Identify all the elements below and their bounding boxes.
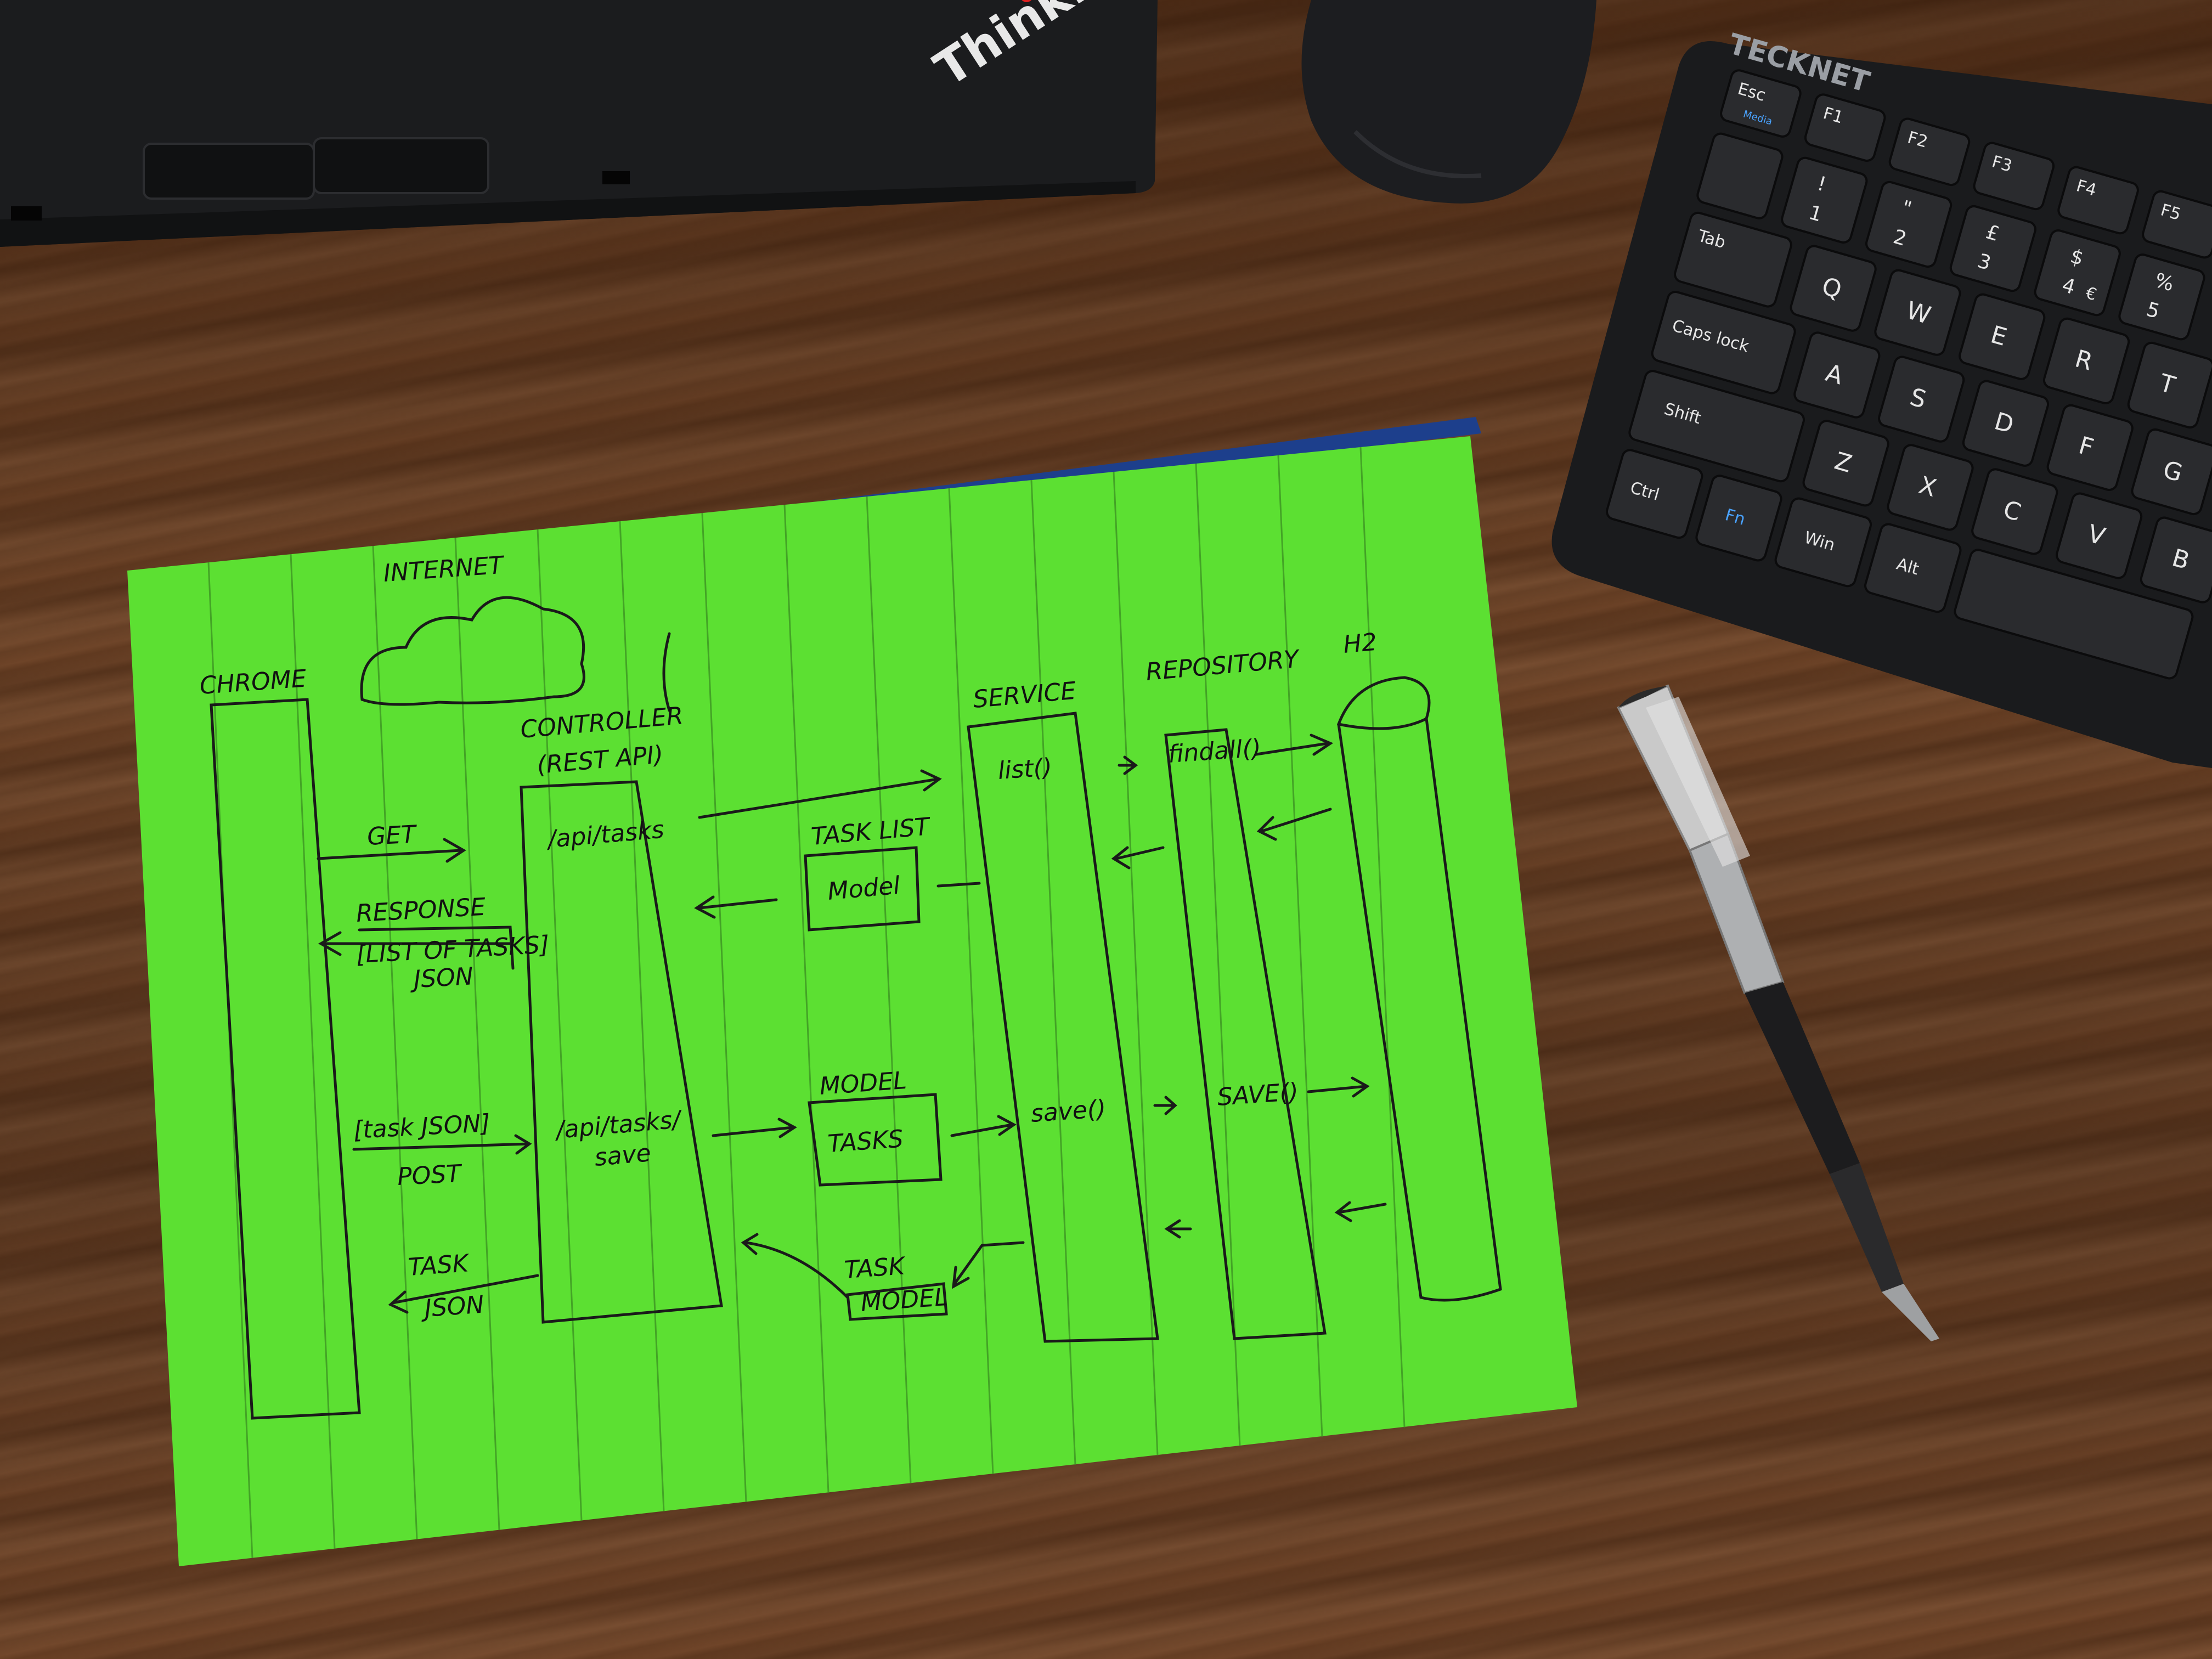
save-arrow: [1153, 1096, 1177, 1115]
controller-to-service-arrow: [698, 769, 942, 819]
label-list-call: list(): [997, 753, 1053, 785]
repo-return-arrow: [1111, 846, 1165, 870]
keyboard-row-modifiers: [1606, 449, 2194, 680]
trackpad-left-button: [143, 143, 315, 200]
label-tasks: TASKS: [827, 1125, 904, 1158]
task-json-return-arrow: [388, 1274, 539, 1314]
tasks-model-box: [808, 1093, 943, 1187]
service-to-task-model-arrow: [951, 1241, 1025, 1289]
keyboard-row-numbers: [1696, 132, 2205, 341]
internet-cloud: [360, 596, 585, 706]
keyboard-row-function: [1720, 69, 2212, 259]
label-save-call-upper: SAVE(): [1216, 1078, 1299, 1111]
h2-save-return-arrow: [1334, 1201, 1387, 1222]
post-arrow: [352, 1134, 532, 1155]
label-api-tasks-save-2: save: [594, 1139, 652, 1172]
label-json: JSON: [409, 962, 474, 994]
repo-to-h2-save-arrow: [1307, 1076, 1370, 1098]
h2-cylinder-top: [1336, 676, 1431, 730]
model-to-controller-arrow: [694, 895, 778, 919]
task-model-to-controller-arrow: [741, 1233, 849, 1299]
controller-bracket: [662, 632, 671, 712]
keyboard-row-qwerty: [1674, 211, 2212, 429]
green-index-card: [127, 436, 1577, 1566]
label-model-lower: Model: [827, 872, 902, 906]
controller-lifeline: [520, 780, 723, 1324]
pen: [1617, 684, 1939, 1341]
get-arrow: [317, 838, 466, 863]
mouse: [1301, 0, 1596, 204]
keyboard-row-home: [1651, 291, 2212, 516]
service-to-model-line: [936, 882, 981, 888]
label-task-upper: TASK: [407, 1249, 471, 1282]
repo-save-return-arrow: [1164, 1219, 1192, 1239]
label-task-model-task: TASK: [843, 1252, 907, 1284]
keyboard-row-bottom-letters: [1628, 370, 2212, 603]
service-lifeline: [967, 712, 1159, 1343]
label-json-upper: JSON: [419, 1291, 485, 1323]
list-arrow: [1118, 755, 1138, 775]
label-get: GET: [366, 820, 418, 851]
chrome-lifeline: [210, 698, 361, 1420]
list-of-tasks-bracket: [358, 926, 515, 970]
label-task-model-model: MODEL: [860, 1283, 949, 1317]
controller-to-model-arrow: [712, 1118, 797, 1138]
label-model-upper: MODEL: [819, 1066, 907, 1101]
label-post: POST: [397, 1160, 464, 1191]
model-to-service-arrow: [950, 1115, 1017, 1137]
task-model-box: [846, 1282, 948, 1321]
tecknet-keyboard: TECKNET Esc Media F1 F2 F3 F4 F5 ! 1 " 2…: [1551, 27, 2212, 768]
repository-lifeline: [1164, 728, 1327, 1340]
label-h2: H2: [1342, 628, 1378, 659]
response-arrow: [318, 931, 512, 956]
trackpad-right-button: [313, 137, 489, 194]
hand-drawn-sequence-diagram: [210, 596, 1502, 1420]
task-list-model-box: [804, 846, 921, 932]
label-findall-call: findall(): [1167, 734, 1262, 769]
laptop: ThinkPad: [0, 0, 1166, 247]
h2-lifeline: [1337, 717, 1502, 1302]
diagram-labels: INTERNET CHROME CONTROLLER (REST API) SE…: [199, 551, 1378, 1323]
label-response: RESPONSE: [356, 893, 487, 928]
findall-arrow: [1255, 733, 1334, 756]
h2-return-arrow: [1256, 808, 1332, 841]
label-save-call: save(): [1030, 1095, 1107, 1128]
